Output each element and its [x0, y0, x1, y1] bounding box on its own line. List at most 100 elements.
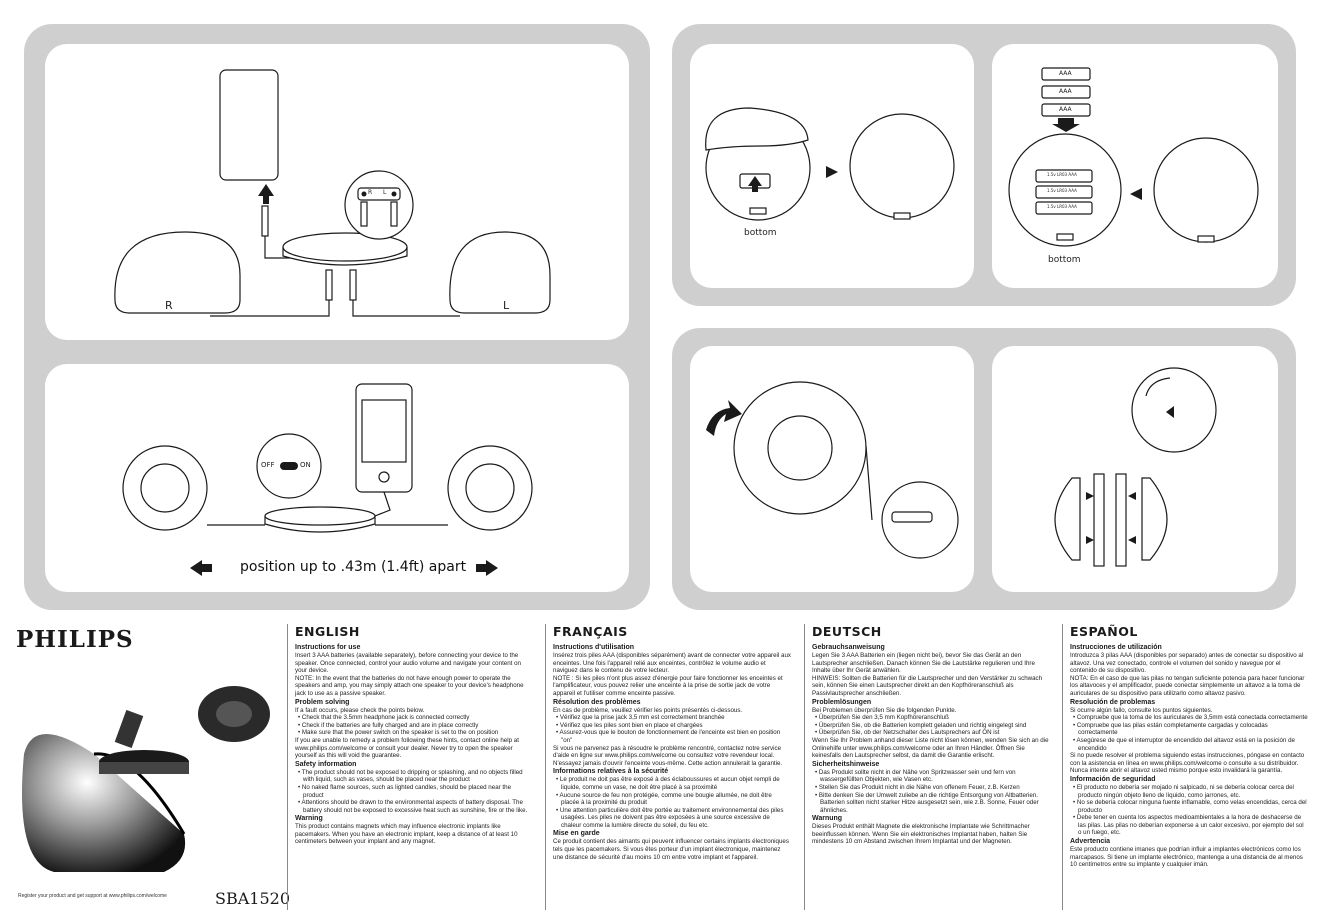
- column-divider: [287, 624, 288, 910]
- bullet-item: • The product should not be exposed to d…: [298, 768, 523, 784]
- paragraph: Legen Sie 3 AAA Batterien ein (liegen ni…: [812, 652, 1035, 675]
- section-heading: Instructions d'utilisation: [553, 644, 634, 651]
- section-heading: Mise en garde: [553, 830, 600, 838]
- battery-label-3: AAA: [1059, 106, 1072, 113]
- paragraph: Bei Problemen überprüfen Sie die folgend…: [812, 706, 957, 714]
- paragraph: En cas de problème, veuillez vérifier le…: [553, 706, 743, 714]
- bullet-item: • Überprüfen Sie, ob der Netzschalter de…: [815, 729, 1000, 737]
- paragraph: This product contains magnets which may …: [295, 823, 518, 846]
- battery-cell-2: 1.5v LR03 AAA: [1047, 188, 1077, 193]
- label-jack-l: L: [383, 189, 387, 196]
- section-heading: Problem solving: [295, 698, 350, 706]
- section-heading: Problemlösungen: [812, 698, 872, 706]
- paragraph: NOTE: In the event that the batteries do…: [295, 674, 524, 697]
- device-illustration: [219, 69, 279, 181]
- bullet-item: • Überprüfen Sie, ob die Batterien kompl…: [815, 721, 1027, 729]
- language-heading: ENGLISH: [295, 624, 360, 639]
- model-number: SBA1520: [215, 889, 290, 908]
- section-heading: Warnung: [812, 815, 843, 823]
- bullet-item: • No naked flame sources, such as lighte…: [298, 783, 512, 799]
- paragraph: If you are unable to remedy a problem fo…: [295, 736, 519, 760]
- bullet-item: • Make sure that the power switch on the…: [298, 729, 499, 737]
- paragraph: Insert 3 AAA batteries (available separa…: [295, 652, 521, 675]
- arrow-right-icon: [826, 166, 838, 178]
- arrow-left-icon: [1130, 188, 1142, 200]
- card-store-cable: [992, 346, 1278, 592]
- paragraph: Este producto contiene imanes que podría…: [1070, 846, 1303, 869]
- column-divider: [1062, 624, 1063, 910]
- bullet-item: • Compruebe que la toma de los auricular…: [1073, 714, 1308, 722]
- bullet-item: • Vérifiez que les piles sont bien en pl…: [556, 721, 703, 729]
- label-jack-r: R: [368, 189, 373, 196]
- up-arrow-icon: [258, 184, 274, 204]
- bullet-item: • Compruebe que las pilas están completa…: [1073, 721, 1268, 737]
- connection-diagram: [114, 69, 551, 576]
- paragraph: If a fault occurs, please check the poin…: [295, 706, 425, 714]
- paragraph: NOTA: En el caso de que las pilas no ten…: [1070, 674, 1305, 697]
- bullet-item: • Bitte denken Sie der Umwelt zuliebe an…: [815, 791, 1039, 814]
- label-bottom-2: bottom: [1048, 255, 1081, 265]
- position-note: position up to .43m (1.4ft) apart: [240, 559, 467, 575]
- rotate-arrow-icon: [706, 400, 742, 436]
- paragraph: Dieses Produkt enthält Magnete die elekt…: [812, 823, 1030, 846]
- paragraph: NOTE : Si les piles n'ont plus assez d'é…: [553, 674, 783, 697]
- label-speaker-l: L: [503, 299, 510, 312]
- section-heading: Instructions for use: [295, 644, 361, 651]
- bullet-item: • Assurez-vous que le bouton de fonction…: [556, 729, 781, 744]
- bullet-item: • Aucune source de feu non protégée, com…: [556, 791, 772, 807]
- down-arrow-icon: [1052, 118, 1080, 132]
- bullet-item: • Check that the 3.5mm headphone jack is…: [298, 714, 470, 722]
- bullet-item: • Check if the batteries are fully charg…: [298, 721, 479, 729]
- bullet-item: • Das Produkt sollte nicht in der Nähe v…: [815, 768, 1016, 784]
- bullet-item: • Stellen Sie das Produkt nicht in die N…: [815, 783, 1020, 791]
- brand-logo: PHILIPS: [16, 626, 134, 653]
- arrow-left-small-icon: [1166, 406, 1174, 418]
- battery-cell-3: 1.5v LR03 AAA: [1047, 204, 1077, 209]
- bullet-item: • Vérifiez que la prise jack 3,5 mm est …: [556, 714, 725, 722]
- bullet-item: • Attentions should be drawn to the envi…: [298, 799, 528, 814]
- column-divider: [804, 624, 805, 910]
- right-arrow-icon: [476, 560, 498, 576]
- column-divider: [545, 624, 546, 910]
- paragraph: Si vous ne parvenez pas à résoudre le pr…: [553, 744, 783, 767]
- section-heading: Warning: [295, 815, 323, 823]
- bullet-item: • El producto no debería ser mojado ni s…: [1073, 783, 1294, 799]
- language-heading: ESPAÑOL: [1070, 624, 1138, 639]
- bullet-item: • Asegúrese de que el interruptor de enc…: [1073, 736, 1295, 752]
- paragraph: Ce produit contient des aimants qui peuv…: [553, 838, 789, 861]
- section-heading: Sicherheitshinweise: [812, 760, 880, 768]
- section-heading: Información de seguridad: [1070, 775, 1156, 783]
- label-bottom-1: bottom: [744, 228, 777, 238]
- register-note: Register your product and get support at…: [18, 893, 167, 899]
- battery-label-2: AAA: [1059, 88, 1072, 95]
- section-heading: Résolution des problèmes: [553, 698, 641, 706]
- label-switch-off: OFF: [261, 461, 275, 469]
- bullet-item: • Debe tener en cuenta los aspectos medi…: [1073, 814, 1304, 837]
- section-heading: Safety information: [295, 760, 357, 768]
- section-heading: Resolución de problemas: [1070, 698, 1156, 706]
- section-heading: Gebrauchsanweisung: [812, 644, 885, 651]
- paragraph: Wenn Sie Ihr Problem anhand dieser Liste…: [812, 736, 1049, 760]
- paragraph: HINWEIS: Sollten die Batterien für die L…: [812, 674, 1043, 697]
- product-photo: [22, 686, 270, 872]
- paragraph: Introduzca 3 pilas AAA (disponibles por …: [1070, 652, 1304, 675]
- left-arrow-icon: [190, 560, 212, 576]
- label-switch-on: ON: [300, 461, 311, 469]
- battery-cell-1: 1.5v LR03 AAA: [1047, 172, 1077, 177]
- bullet-item: • Une attention particulière doit être p…: [556, 806, 784, 829]
- bullet-item: • No se debería colocar ninguna fuente i…: [1073, 799, 1307, 814]
- paragraph: Si ocurre algún fallo, consulte los punt…: [1070, 706, 1213, 714]
- battery-label-1: AAA: [1059, 70, 1072, 77]
- bullet-item: • Le produit ne doit pas être exposé à d…: [556, 776, 780, 791]
- speaker-left-illustration: [449, 231, 551, 314]
- section-heading: Informations relatives à la sécurité: [553, 768, 669, 776]
- language-heading: DEUTSCH: [812, 624, 882, 639]
- label-speaker-r: R: [165, 299, 173, 312]
- language-heading: FRANÇAIS: [553, 624, 628, 639]
